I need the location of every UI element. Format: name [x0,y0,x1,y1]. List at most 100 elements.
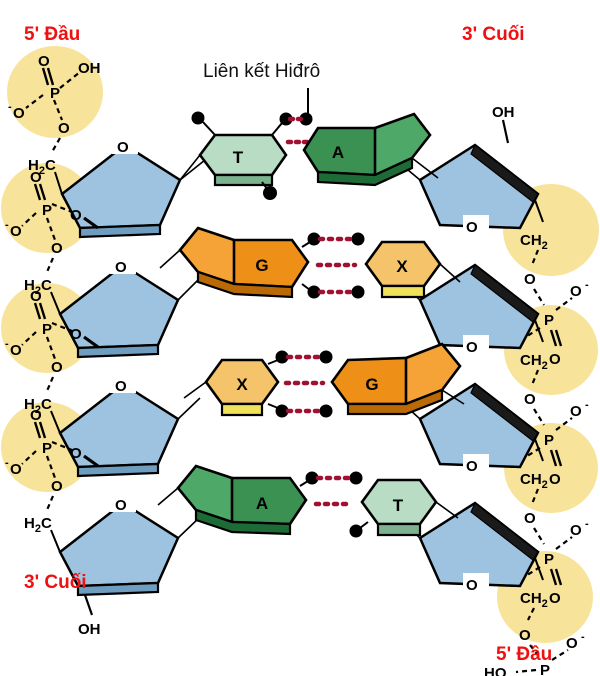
sugar-edge [76,343,160,359]
bond [21,450,37,465]
right-sugar-1: O OH CH2 [395,104,548,252]
glycosidic-bond [177,277,201,301]
atom-O-minus: O [10,461,22,478]
base-letter: G [365,375,378,394]
base-sugar-link [439,263,461,283]
bond [33,302,42,320]
substituent-bond [301,241,311,248]
atom-O-ring: O [117,139,129,156]
right-sugar-4: O CH2 [397,501,548,610]
hbond-dot [275,404,289,418]
atom-H2C: H2C [24,396,52,416]
atom-O: O [30,407,42,424]
bond [52,99,64,121]
bond-to-sugar [83,335,99,349]
sugar-edge [470,502,539,561]
bond [530,488,540,505]
double-bond [554,449,563,467]
hbond-dot [351,232,365,246]
bond [59,71,81,89]
bond-to-OH [501,119,510,144]
atom-O-ring: O [466,339,478,356]
atom-O: O [58,120,70,137]
bond [533,288,545,306]
bond [41,67,50,86]
atom-H2C: H2C [24,515,52,535]
base-edge [316,156,414,187]
substituent-bond [271,122,283,136]
atom-HO-terminal: HO [484,665,507,676]
right-sugar-3: O CH2 [397,382,548,491]
atom-O-minus: O [10,342,22,359]
base-pair-row-4: A T [157,464,459,538]
bond [21,212,37,227]
end-label-bottom-right: 5' Đầu [496,644,552,665]
keto-oxygen-dot [191,111,205,125]
bond [534,319,544,343]
sugar-edge [76,462,160,478]
end-label-top-left: 5' Đầu [24,24,80,45]
hydrogen-bond-annotation: Liên kết Hiđrô [203,61,320,114]
atom-P: P [42,440,52,457]
atom-O-minus: O [10,223,22,240]
phosphate-circle [7,46,103,138]
hbond-dot [351,285,365,299]
atom-O: O [51,359,63,376]
phosphate-circle [1,163,93,253]
atom-CH2: CH2 [520,232,548,252]
bond [549,568,558,586]
bond [45,257,55,273]
atom-O: O [549,590,561,607]
charge-minus: - [5,338,9,350]
bond [33,421,42,439]
substituent-bond [359,521,369,529]
atom-P: P [544,551,554,568]
bond [51,440,73,452]
bond [533,527,545,545]
base-letter: G [255,256,268,275]
atom-O: O [549,471,561,488]
label-mask [463,215,489,234]
atom-P: P [50,85,60,102]
base-pair-row-2: G X [159,226,461,299]
label-mask [110,493,136,512]
charge-minus: - [585,279,589,291]
base-edge [196,270,294,299]
substituent-bond [202,121,216,136]
base-edge [376,522,422,537]
atom-OH-terminal: OH [492,104,515,121]
hbond-dot [349,471,363,485]
bond [523,566,541,578]
bond [549,329,558,347]
double-bond [38,183,47,201]
hbond-dot [307,232,321,246]
atom-O-ring: O [466,577,478,594]
hbond-donor-dot [279,112,293,126]
atom-O: O [524,510,536,527]
atom-H2C: H2C [24,277,52,297]
bond [534,557,544,581]
atom-CH2: CH2 [520,352,548,372]
atom-O: O [519,627,531,644]
bond-to-sugar [83,216,99,230]
atom-O-ring: O [115,259,127,276]
bond [555,417,573,431]
base-A-left: A [157,464,319,536]
glycosidic-bond [177,397,201,420]
base-edge [346,388,444,416]
hbond-dot [319,404,333,418]
hbond-dot [307,285,321,299]
bond [50,410,61,434]
left-phosphate-3: O P O O - O H2C [5,288,99,434]
bond [51,202,73,214]
atom-O: O [30,169,42,186]
bond [529,644,541,659]
atom-CH2: CH2 [520,590,548,610]
atom-O: O [30,288,42,305]
double-bond [554,329,563,347]
bond [50,291,61,315]
base-X-right: X [364,240,461,299]
bond [21,331,37,346]
bond [534,199,544,223]
